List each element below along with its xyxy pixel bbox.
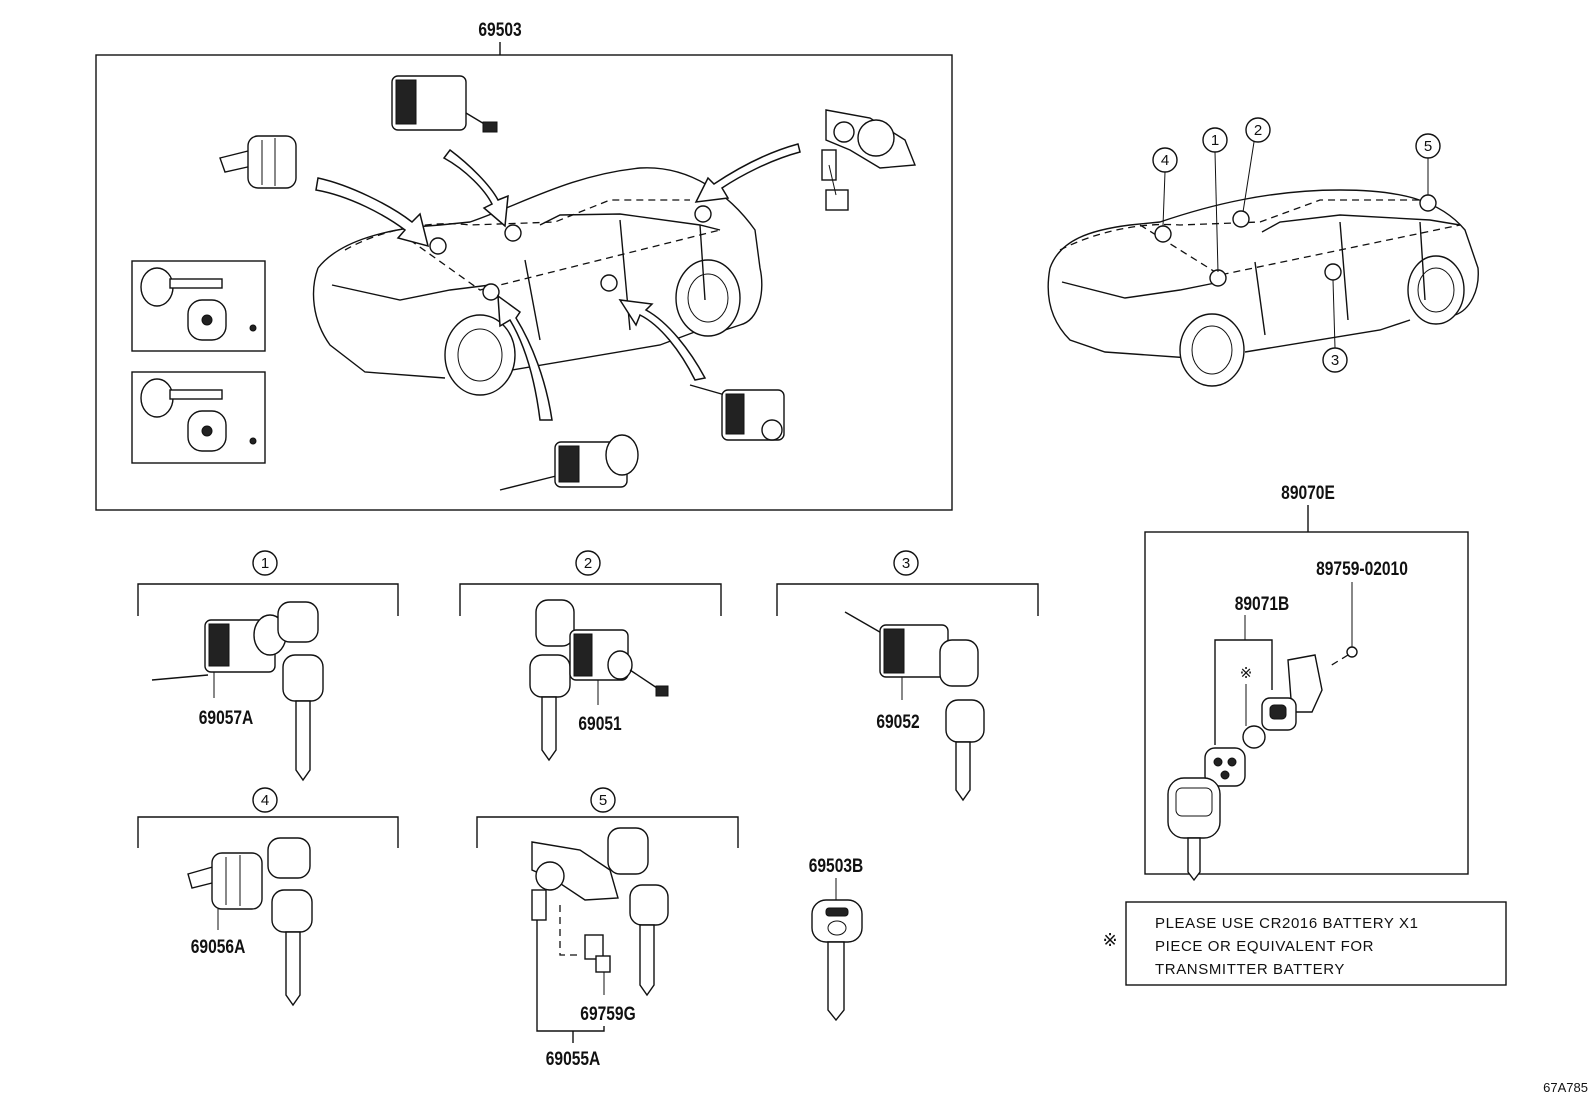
- trunk-cylinder-part-top: [219, 135, 297, 189]
- label-blank-key[interactable]: 69503B: [809, 855, 864, 877]
- key-set-box-2: [131, 371, 266, 464]
- svg-text:3: 3: [902, 555, 910, 572]
- battery-note-marker: ※: [1240, 665, 1253, 682]
- svg-text:5: 5: [1424, 138, 1432, 155]
- callout-ref-3: 3: [1322, 279, 1348, 373]
- label-lock-set-main[interactable]: 69503: [478, 19, 522, 41]
- note-symbol: ※: [1102, 930, 1117, 951]
- luggage-lock-part-top: [821, 109, 917, 211]
- label-trunk-cylinder[interactable]: 69056A: [191, 936, 246, 958]
- transmitter-box: [1144, 531, 1469, 875]
- label-transmitter[interactable]: 89070E: [1281, 482, 1335, 504]
- battery-note: ※ PLEASE USE CR2016 BATTERY X1 PIECE OR …: [1102, 901, 1507, 986]
- callout-ref-5: 5: [1415, 133, 1441, 195]
- ignition-cylinder-part-bottom: [499, 434, 639, 491]
- svg-text:5: 5: [599, 792, 607, 809]
- lock-set-box: [95, 54, 953, 511]
- callout-ref-4: 4: [1152, 147, 1178, 227]
- reference-code: 67A785: [1543, 1080, 1588, 1095]
- label-front-door-lock-r[interactable]: 69052: [876, 711, 919, 733]
- note-box: [1125, 901, 1507, 986]
- pointer-arrows-left: [315, 143, 801, 421]
- car-outline-right: [1047, 189, 1479, 387]
- svg-text:1: 1: [261, 555, 269, 572]
- label-luggage-lock[interactable]: 69055A: [546, 1048, 601, 1070]
- callout-ref-2: 2: [1242, 117, 1271, 213]
- svg-text:2: 2: [1254, 122, 1262, 139]
- svg-text:4: 4: [261, 792, 269, 809]
- callout-ref-1: 1: [1202, 127, 1228, 273]
- door-lock-part-top: [391, 75, 498, 133]
- label-ignition-cylinder[interactable]: 69057A: [199, 707, 254, 729]
- svg-text:4: 4: [1161, 152, 1169, 169]
- label-screw[interactable]: 89759-02010: [1316, 558, 1408, 580]
- group-2: 2 69051: [459, 550, 722, 762]
- label-transmitter-case[interactable]: 89071B: [1235, 593, 1290, 615]
- label-front-door-lock-l[interactable]: 69051: [578, 713, 622, 735]
- car-outline-left: [312, 167, 763, 396]
- group-1: 1 69057A: [137, 550, 399, 782]
- label-switch-sub[interactable]: 69759G: [580, 1003, 635, 1025]
- svg-text:3: 3: [1331, 352, 1339, 369]
- transmitter-group: 89070E 89759-02010 89071B ※: [1144, 482, 1469, 882]
- group-5: 5 69759G 69055A: [476, 787, 739, 1070]
- key-set-box-1: [131, 260, 266, 352]
- group-4: 4 69056A: [137, 787, 399, 1007]
- note-line-3: TRANSMITTER BATTERY: [1155, 961, 1345, 978]
- front-door-lock-part-bottom-right: [689, 384, 785, 441]
- svg-text:1: 1: [1211, 132, 1219, 149]
- svg-text:2: 2: [584, 555, 592, 572]
- blank-key: 69503B: [809, 855, 864, 1022]
- note-line-1: PLEASE USE CR2016 BATTERY X1: [1155, 915, 1419, 932]
- group-3: 3 69052: [776, 550, 1039, 802]
- note-line-2: PIECE OR EQUIVALENT FOR: [1155, 938, 1374, 955]
